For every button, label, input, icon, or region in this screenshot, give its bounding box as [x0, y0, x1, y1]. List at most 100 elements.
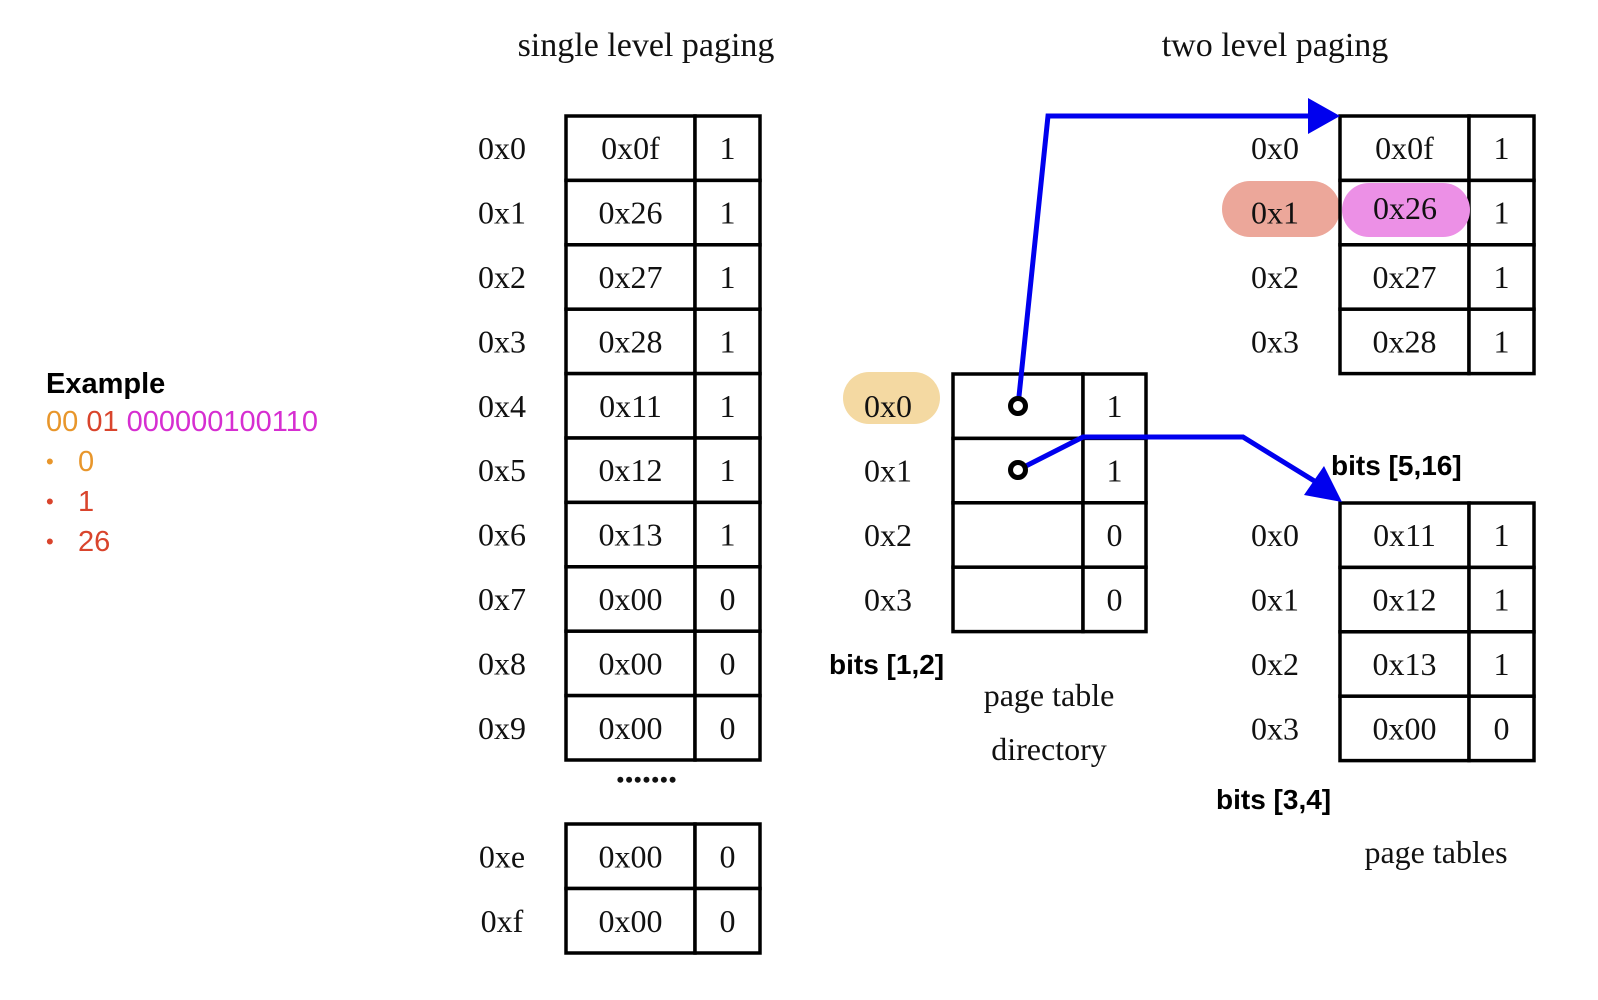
single-level-title: single level paging	[518, 27, 775, 64]
row-index: 0x0	[478, 130, 526, 166]
row-index: 0x7	[478, 581, 526, 617]
cell-value	[564, 371, 697, 440]
row-index: 0x3	[1251, 323, 1299, 359]
row-index: 0x0	[1251, 130, 1299, 166]
valid-bit: 0	[1107, 517, 1123, 553]
frame-value: 0x27	[599, 259, 663, 295]
bits-label-1-2: bits [1,2]	[829, 649, 944, 680]
cell-valid	[1467, 243, 1536, 311]
valid-bit: 1	[1494, 130, 1510, 166]
valid-bit: 1	[1494, 646, 1510, 682]
valid-bit: 0	[720, 710, 736, 746]
valid-bit: 0	[720, 645, 736, 681]
cell-valid	[693, 822, 762, 891]
row-index: 0x1	[1251, 195, 1299, 231]
cell-value	[951, 565, 1085, 634]
row-index: 0xe	[479, 838, 525, 874]
frame-value: 0x0f	[601, 130, 660, 166]
highlight-frame-text: 0x26	[1373, 190, 1437, 226]
frame-value: 0x28	[599, 323, 663, 359]
example-result-item: 1	[46, 482, 318, 522]
example-result-item: 26	[46, 522, 318, 562]
example-address-bits: 00 01 000000100110	[46, 402, 318, 442]
cell-valid	[693, 693, 762, 762]
cell-value	[564, 886, 697, 955]
cell-valid	[693, 243, 762, 311]
frame-value: 0x28	[1373, 323, 1437, 359]
directory-label-line1: page table	[984, 677, 1115, 713]
page-table-top: 0x0 0x0f 1 0x1 1 0x2 0x27 1 0x3 0x28 1	[1251, 114, 1536, 376]
valid-bit: 0	[1107, 581, 1123, 617]
frame-value: 0x12	[1373, 582, 1437, 618]
cell-value	[1338, 114, 1471, 183]
example-title: Example	[46, 368, 166, 400]
row-index: 0x1	[864, 453, 912, 489]
valid-bit: 1	[720, 259, 736, 295]
row-index: 0x2	[478, 259, 526, 295]
row-index: 0x1	[478, 195, 526, 231]
frame-value: 0x00	[1373, 710, 1437, 746]
row-index: 0x1	[1251, 582, 1299, 618]
cell-value	[564, 243, 697, 311]
valid-bit: 1	[1494, 195, 1510, 231]
row-index: 0x2	[1251, 646, 1299, 682]
highlight-frame	[1342, 183, 1470, 237]
cell-valid	[693, 114, 762, 183]
frame-value: 0x13	[599, 517, 663, 553]
pointer-dot-1	[1008, 460, 1028, 480]
arrow-directory-to-bottom-table	[1016, 434, 1318, 485]
valid-bit: 1	[1107, 453, 1123, 489]
row-index: 0x8	[478, 645, 526, 681]
page-tables-label: page tables	[1364, 834, 1507, 870]
bits-label-5-16: bits [5,16]	[1331, 450, 1462, 481]
cell-value	[564, 500, 697, 569]
valid-bit: 1	[1494, 323, 1510, 359]
row-index: 0x3	[864, 581, 912, 617]
frame-value: 0x11	[599, 388, 662, 424]
row-index: 0x3	[478, 323, 526, 359]
example-results-list: 0 1 26	[46, 442, 318, 562]
valid-bit: 1	[720, 517, 736, 553]
valid-bit: 1	[1107, 388, 1123, 424]
cell-valid	[693, 371, 762, 440]
highlight-directory-index	[843, 372, 940, 424]
example-panel: Example 00 01 000000100110 0 1 26	[46, 366, 318, 562]
valid-bit: 0	[720, 581, 736, 617]
row-index: 0x9	[478, 710, 526, 746]
frame-value: 0x12	[599, 452, 663, 488]
row-index: 0x5	[478, 452, 526, 488]
row-index: 0x0	[864, 388, 912, 424]
cell-valid	[693, 886, 762, 955]
valid-bit: 1	[1494, 517, 1510, 553]
cell-valid	[1467, 307, 1536, 376]
bits-label-3-4: bits [3,4]	[1216, 784, 1331, 815]
row-index: 0x2	[1251, 259, 1299, 295]
bits-directory-index: 00	[46, 406, 79, 438]
frame-value: 0x00	[599, 581, 663, 617]
example-result-item: 0	[46, 442, 318, 482]
valid-bit: 1	[720, 130, 736, 166]
bits-offset: 000000100110	[126, 406, 319, 438]
frame-value: 0x00	[599, 838, 663, 874]
valid-bit: 1	[1494, 582, 1510, 618]
cell-value	[951, 501, 1085, 569]
cell-valid	[1081, 565, 1148, 634]
arrow-directory-to-top-table	[1015, 113, 1312, 407]
arrow-head-top	[1308, 98, 1340, 134]
row-index: 0x0	[1251, 517, 1299, 553]
frame-value: 0x00	[599, 903, 663, 939]
valid-bit: 1	[1494, 259, 1510, 295]
frame-value: 0x27	[1373, 259, 1437, 295]
cell-valid	[1081, 372, 1148, 441]
row-index: 0xf	[481, 903, 524, 939]
frame-value: 0x0f	[1375, 130, 1434, 166]
bits-table-index: 01	[86, 406, 119, 438]
valid-bit: 1	[720, 195, 736, 231]
pointer-dot-0	[1008, 396, 1028, 416]
cell-valid	[1467, 114, 1536, 183]
frame-value: 0x00	[599, 710, 663, 746]
highlight-table-index	[1222, 181, 1340, 237]
